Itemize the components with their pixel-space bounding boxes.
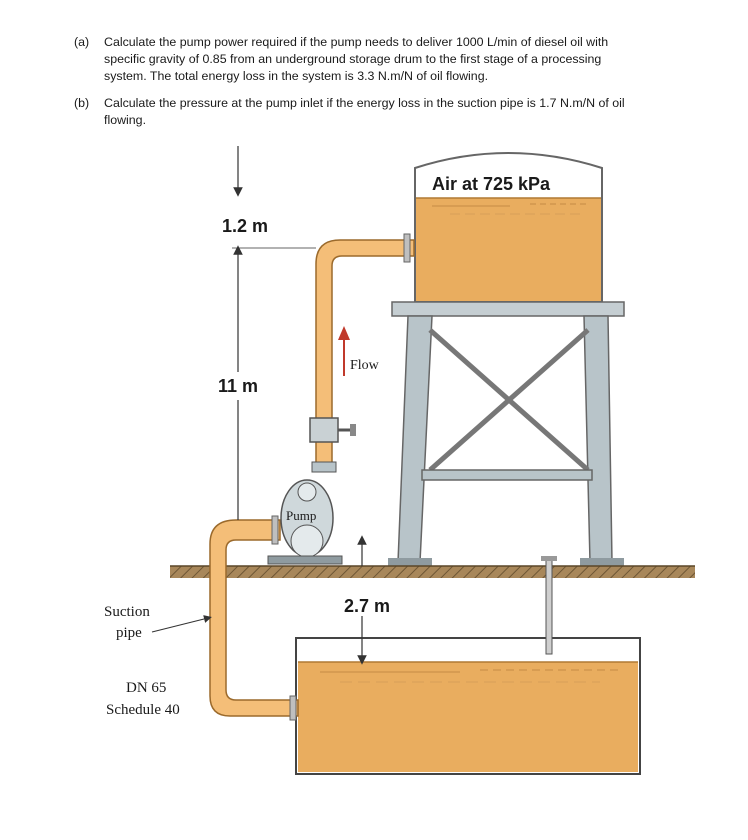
underground-drum — [295, 637, 641, 775]
part-b-line-2: flowing. — [104, 113, 147, 127]
upper-tank-oil — [416, 198, 601, 301]
suction-label-line-1: Suction — [104, 604, 150, 620]
suction-pointer — [151, 615, 212, 633]
dimension-1-2m: 1.2 m — [222, 216, 268, 236]
part-a-line-3: system. The total energy loss in the sys… — [104, 69, 489, 83]
part-b-line-1: Calculate the pressure at the pump inlet… — [104, 96, 625, 110]
flow-arrow-head — [338, 326, 350, 340]
pump: Pump — [267, 461, 343, 565]
suction-flange — [271, 515, 279, 545]
dimension-2-7m: 2.7 m — [344, 596, 390, 616]
pipe-spec-line-2: Schedule 40 — [106, 702, 180, 718]
dimension-11m: 11 m — [218, 376, 258, 396]
discharge-pipe — [315, 239, 415, 471]
upper-tank: Air at 725 kPa — [414, 152, 603, 303]
part-a-line-2: specific gravity of 0.85 from an undergr… — [104, 52, 602, 66]
drum-flange — [289, 695, 297, 721]
vent-pipe — [541, 556, 557, 655]
tank-stand — [388, 301, 625, 566]
pipe-spec-line-1: DN 65 — [126, 680, 166, 696]
pump-label: Pump — [286, 508, 316, 523]
ground-surface — [170, 566, 695, 578]
gate-valve — [309, 417, 356, 443]
part-b-label: (b) — [74, 96, 90, 110]
part-a-text: Calculate the pump power required if the… — [104, 34, 714, 85]
tank-flange — [403, 233, 411, 263]
part-b-text: Calculate the pressure at the pump inlet… — [104, 95, 714, 129]
drum-oil — [298, 662, 638, 772]
part-a-line-1: Calculate the pump power required if the… — [104, 35, 609, 49]
dimension-lines — [232, 146, 367, 665]
flow-label: Flow — [350, 358, 380, 373]
part-a-label: (a) — [74, 35, 90, 49]
suction-pipe — [209, 519, 299, 717]
tank-air-label: Air at 725 kPa — [432, 174, 551, 194]
suction-label-line-2: pipe — [116, 625, 142, 641]
